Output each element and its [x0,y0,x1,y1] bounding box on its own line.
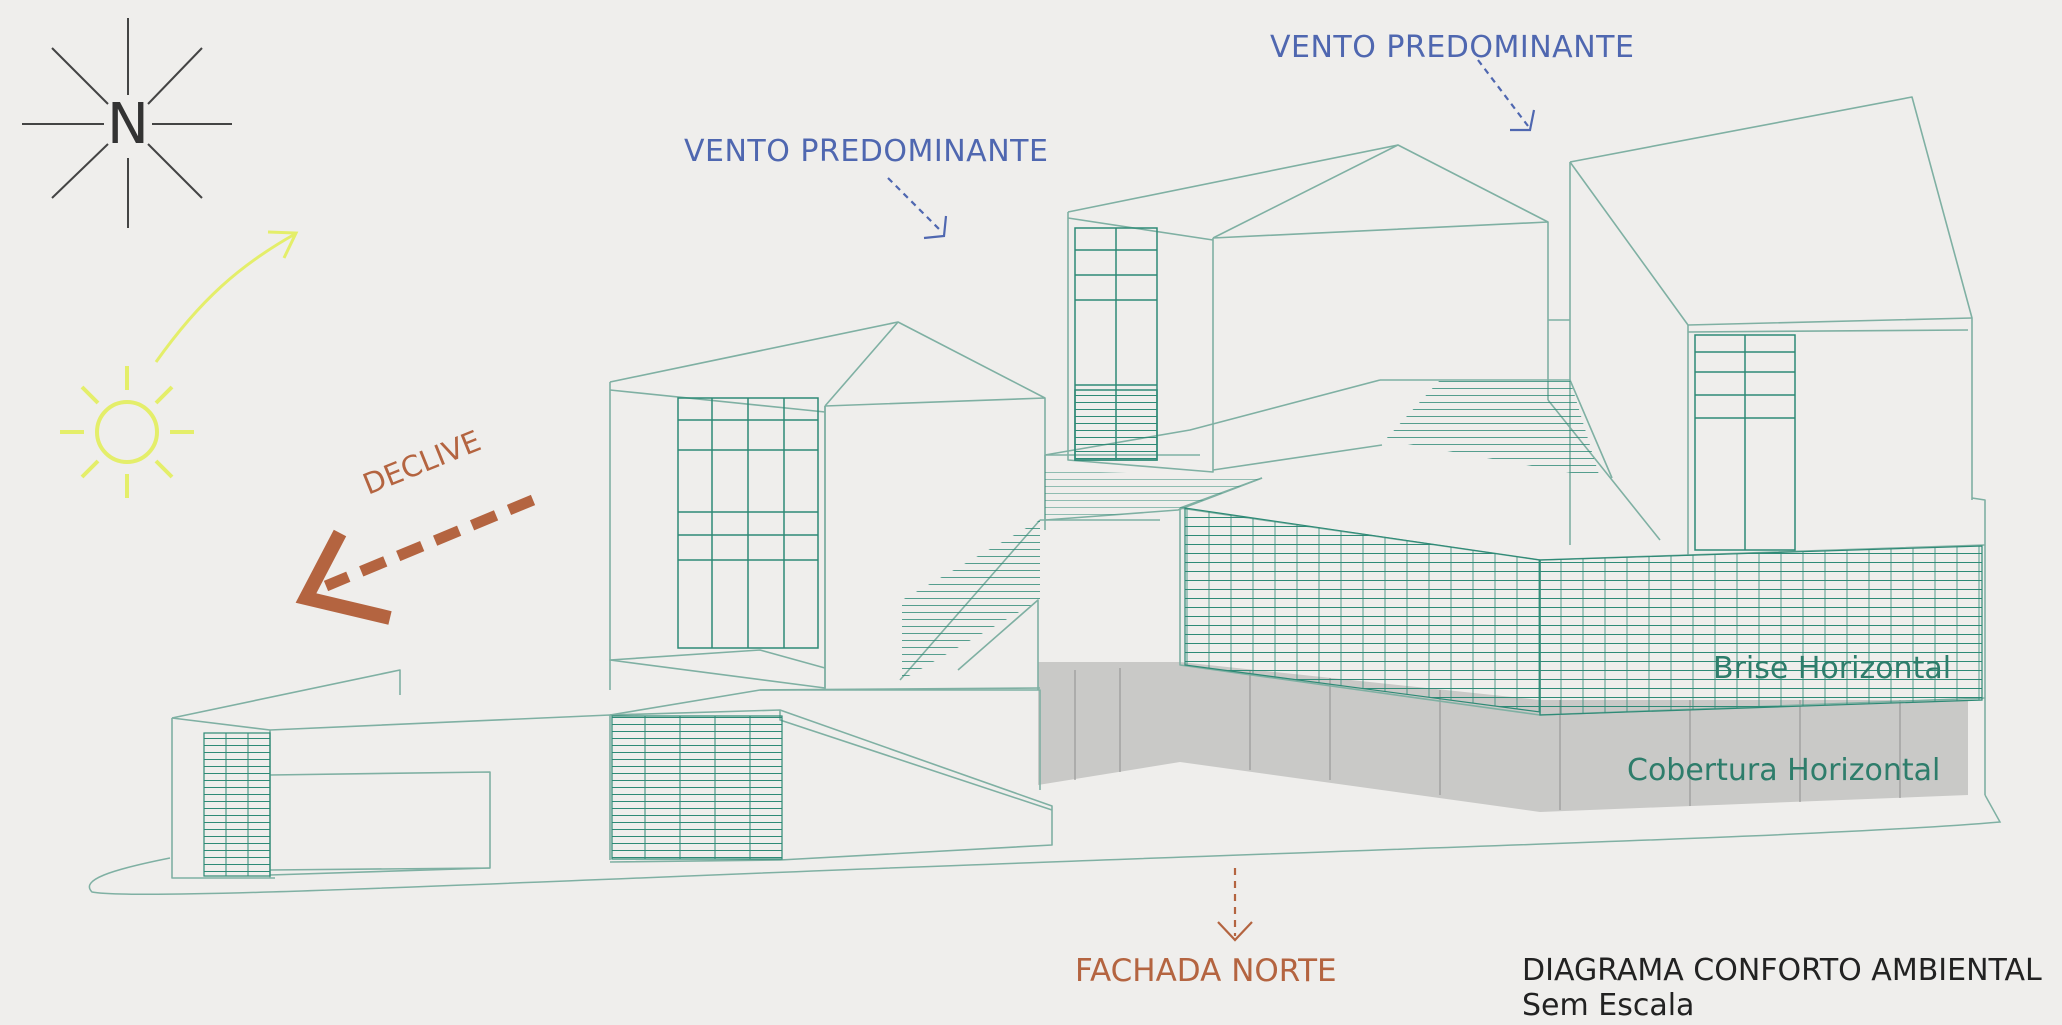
facade-arrow-icon [1217,868,1253,942]
window-grid-right-cube [1694,334,1796,551]
sun-path-arrow-icon [154,230,299,363]
wind-arrow-icon [887,59,1536,240]
brise-horizontal-panels [1184,507,1983,716]
window-grid-left-cube [677,397,819,649]
facade-label: FACHADA NORTE [1075,953,1337,989]
louver-panels [203,380,1600,877]
wind-label-left: VENTO PREDOMINANTE [684,134,1049,169]
compass-north-label: N [107,92,149,157]
compass-icon [22,18,232,228]
ground-line [88,794,2002,896]
wind-label-top-right: VENTO PREDOMINANTE [1270,30,1635,65]
slope-arrow-icon [295,494,536,625]
cover-label: Cobertura Horizontal [1627,753,1941,788]
covered-shadow-area [1038,662,1968,812]
diagram-title: DIAGRAMA CONFORTO AMBIENTAL [1522,953,2042,988]
window-grid-center-cube [1074,227,1158,461]
scale-note: Sem Escala [1522,988,1695,1023]
sun-icon [60,366,194,498]
brise-label: Brise Horizontal [1713,651,1952,686]
